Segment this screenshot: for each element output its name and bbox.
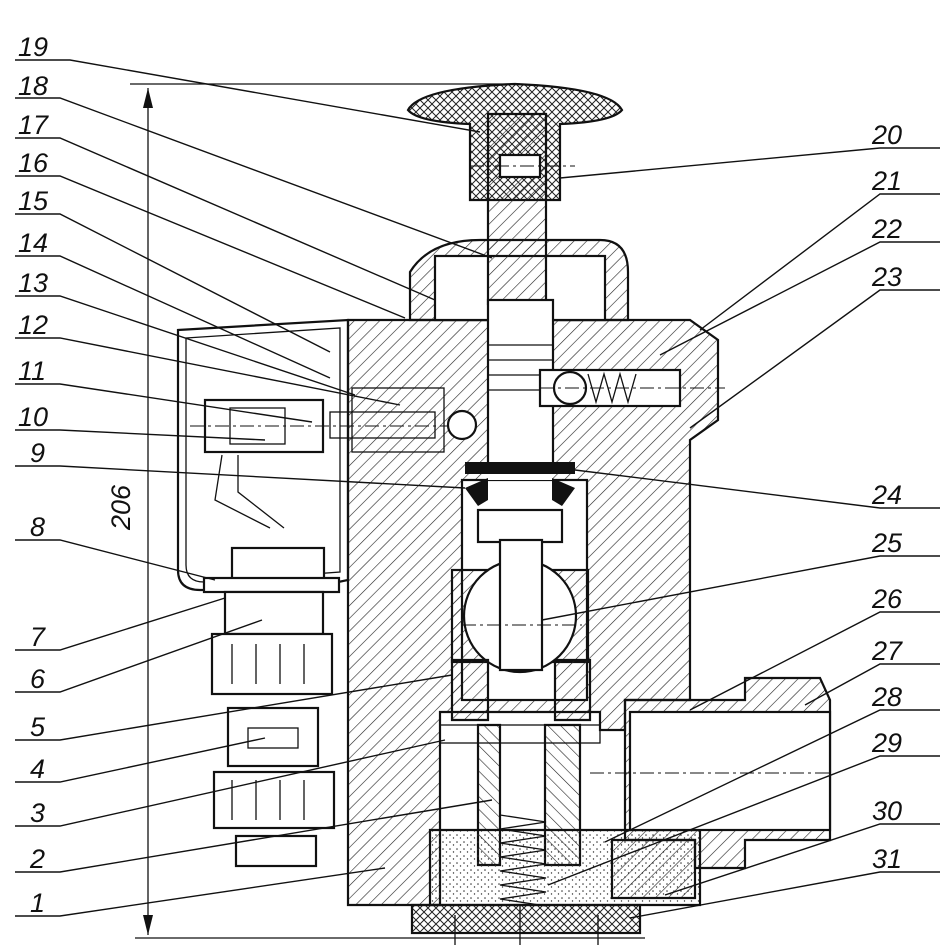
dimension-text: 206	[106, 484, 136, 531]
label-26: 26	[871, 584, 903, 614]
label-4: 4	[30, 754, 45, 784]
label-5: 5	[30, 712, 46, 742]
label-14: 14	[18, 228, 48, 258]
label-17: 17	[18, 110, 49, 140]
label-22: 22	[871, 214, 902, 244]
lower-body	[410, 658, 702, 935]
labels-left: 19 18 17 16 15 14 13 12 11 10 9 8 7 6 5 …	[18, 32, 49, 918]
label-27: 27	[871, 636, 903, 666]
label-10: 10	[18, 402, 48, 432]
label-21: 21	[871, 166, 902, 196]
height-dimension: 206	[106, 83, 645, 939]
label-31: 31	[872, 844, 902, 874]
label-12: 12	[18, 310, 48, 340]
label-7: 7	[30, 622, 46, 652]
label-16: 16	[18, 148, 49, 178]
side-plug	[538, 368, 725, 408]
label-13: 13	[18, 268, 48, 298]
label-8: 8	[30, 512, 45, 542]
label-2: 2	[29, 844, 45, 874]
label-3: 3	[30, 798, 45, 828]
label-23: 23	[871, 262, 902, 292]
label-6: 6	[30, 664, 46, 694]
label-29: 29	[871, 728, 902, 758]
label-20: 20	[871, 120, 902, 150]
label-18: 18	[18, 71, 48, 101]
stem-seal	[465, 462, 575, 506]
label-15: 15	[18, 186, 49, 216]
labels-right: 20 21 22 23 24 25 26 27 28 29 30 31	[871, 120, 903, 874]
label-25: 25	[871, 528, 903, 558]
label-9: 9	[30, 438, 45, 468]
leaders-left	[15, 59, 493, 917]
label-19: 19	[18, 32, 48, 62]
stem	[470, 112, 575, 472]
label-30: 30	[872, 796, 902, 826]
ball-plug	[450, 508, 590, 674]
label-1: 1	[30, 888, 45, 918]
label-11: 11	[18, 356, 46, 386]
spring	[454, 814, 599, 945]
outlet-pipe	[590, 676, 832, 870]
label-28: 28	[871, 682, 902, 712]
connector	[202, 546, 341, 868]
label-24: 24	[871, 480, 902, 510]
wires	[214, 454, 285, 529]
leaders-right	[541, 147, 940, 919]
